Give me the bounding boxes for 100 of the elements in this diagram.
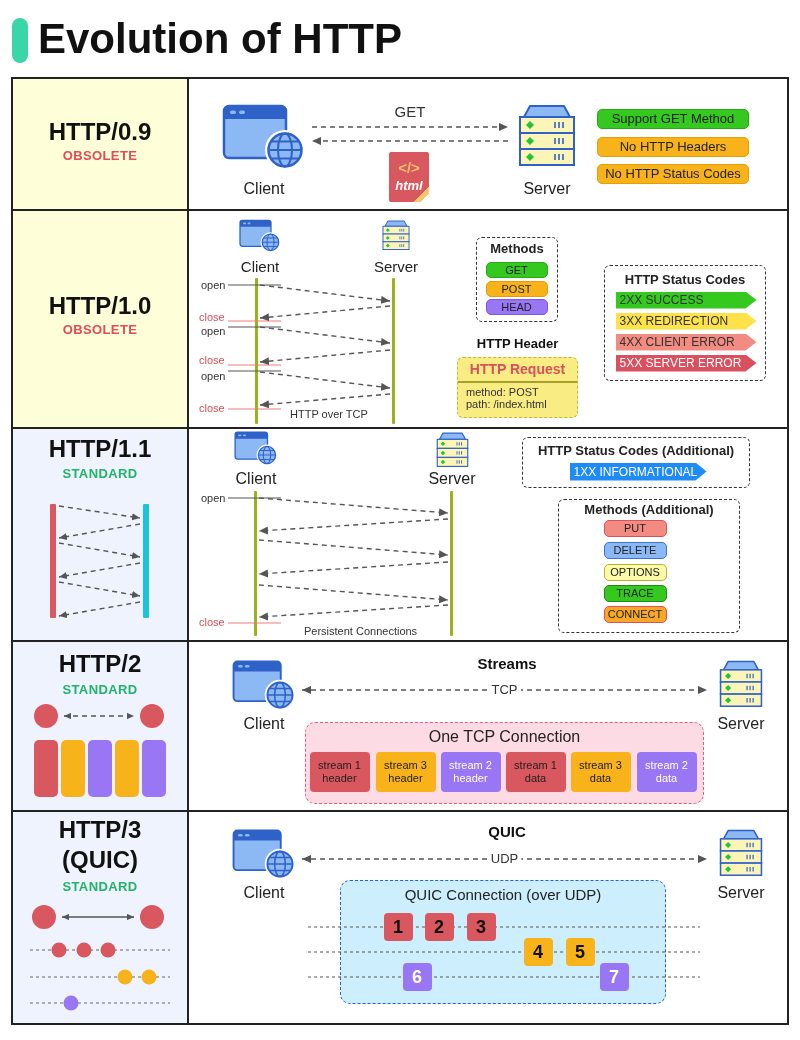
dashed-arrow <box>58 581 141 599</box>
dashed-arrow <box>259 284 391 304</box>
page-title: Evolution of HTTP <box>38 14 402 64</box>
status-code-ribbon: 3XX REDIRECTION <box>615 312 757 330</box>
stream-packet: 3 <box>466 912 496 941</box>
status-codes-panel <box>522 437 750 488</box>
row-header-panel <box>11 427 189 642</box>
event-label: open <box>201 278 226 292</box>
stream-packet: 6 <box>402 962 432 991</box>
status-code-ribbon: 4XX CLIENT ERROR <box>615 333 757 351</box>
lifeline <box>254 491 257 636</box>
document-shape <box>389 152 429 202</box>
row-header-panel <box>11 810 189 1025</box>
node-label: Server <box>523 180 571 198</box>
dashed-arrow <box>259 371 391 391</box>
dashed-arrow <box>258 497 449 517</box>
dashed-arrow <box>259 326 391 346</box>
panel-heading: One TCP Connection <box>428 727 581 746</box>
request-field: path: /index.html <box>466 398 547 410</box>
event-label: close <box>199 310 225 324</box>
dashed-double-arrow <box>63 712 135 720</box>
node-label: Server <box>717 715 765 733</box>
node-label: Server <box>373 258 419 275</box>
endpoint-circle <box>140 905 164 929</box>
stream-frame: stream 1 data <box>505 751 566 792</box>
status-label: STANDARD <box>62 682 138 698</box>
event-label: open <box>201 369 226 383</box>
event-label: close <box>199 401 225 415</box>
lifeline <box>392 278 395 424</box>
panel-heading: HTTP Status Codes (Additional) <box>537 442 735 459</box>
dashed-arrow <box>258 604 449 621</box>
section-heading: HTTP Header <box>476 336 559 352</box>
row-header-panel <box>11 209 189 429</box>
dashed-arrow <box>311 122 509 132</box>
method-pill: PUT <box>603 519 667 537</box>
stream-packet: 4 <box>523 937 553 966</box>
section-heading: Streams <box>477 655 537 673</box>
status-label: STANDARD <box>62 466 138 482</box>
method-pill: OPTIONS <box>603 563 667 581</box>
methods-panel <box>558 499 740 633</box>
stream-frame: stream 2 data <box>636 751 697 792</box>
dashed-arrow <box>259 349 391 366</box>
node-label: Client <box>243 180 285 198</box>
lifeline <box>255 278 258 424</box>
node-label: Client <box>243 884 285 902</box>
endpoint-circle <box>32 905 56 929</box>
method-pill: POST <box>485 280 548 297</box>
method-pill: DELETE <box>603 541 667 559</box>
caption-text: HTTP over TCP <box>290 407 368 421</box>
dashed-arrow <box>259 305 391 322</box>
version-heading: HTTP/0.9 <box>48 118 152 146</box>
stream-packet: 7 <box>599 962 629 991</box>
code-symbol: </> <box>398 160 420 176</box>
method-pill: GET <box>485 261 548 278</box>
node-label: Client <box>240 258 280 275</box>
panel-heading: HTTP Status Codes <box>624 271 746 288</box>
version-heading: HTTP/3 (QUIC) <box>57 815 143 875</box>
status-label: OBSOLETE <box>62 322 138 338</box>
row-header-panel <box>11 77 189 211</box>
stream-frame: stream 3 header <box>375 751 436 792</box>
dashed-arrow <box>58 601 141 619</box>
dashed-double-arrow <box>301 685 708 695</box>
stream-frame: stream 2 header <box>440 751 501 792</box>
dashed-arrow <box>258 518 449 535</box>
dashed-arrow <box>58 542 141 560</box>
caption-text: Persistent Connections <box>304 624 418 638</box>
timeline-bar <box>143 504 149 618</box>
file-type-text: html <box>395 178 423 193</box>
panel-heading: QUIC Connection (over UDP) <box>404 885 602 904</box>
status-label: STANDARD <box>62 879 138 895</box>
feature-pill: No HTTP Status Codes <box>597 164 749 184</box>
status-codes-panel <box>604 265 766 381</box>
double-arrow <box>61 913 135 921</box>
dashed-arrow <box>311 136 509 146</box>
request-title: HTTP Request <box>469 361 566 378</box>
dashed-arrow <box>259 393 391 409</box>
status-label: OBSOLETE <box>62 148 138 164</box>
dashed-arrow <box>58 523 141 541</box>
dashed-arrow <box>258 539 449 559</box>
lifeline <box>450 491 453 636</box>
node-label: Client <box>235 470 277 488</box>
version-heading: HTTP/1.0 <box>48 292 152 320</box>
node-label: Server <box>428 470 476 488</box>
version-heading: HTTP/2 <box>58 650 142 678</box>
stream-frame: stream 3 data <box>570 751 631 792</box>
stream-frame: stream 1 header <box>309 751 370 792</box>
feature-pill: No HTTP Headers <box>597 137 749 157</box>
endpoint-circle <box>140 704 164 728</box>
timeline-bar <box>50 504 56 618</box>
event-label: close <box>199 353 225 367</box>
feature-pill: Support GET Method <box>597 109 749 129</box>
node-label: Client <box>243 715 285 733</box>
event-label: open <box>201 324 226 338</box>
stream-packet: 2 <box>424 912 454 941</box>
connection-panel <box>340 880 666 1004</box>
event-label: close <box>199 615 225 629</box>
version-heading: HTTP/1.1 <box>48 435 152 463</box>
dashed-arrow <box>58 562 141 580</box>
panel-heading: Methods <box>490 240 544 257</box>
methods-panel <box>476 237 558 322</box>
